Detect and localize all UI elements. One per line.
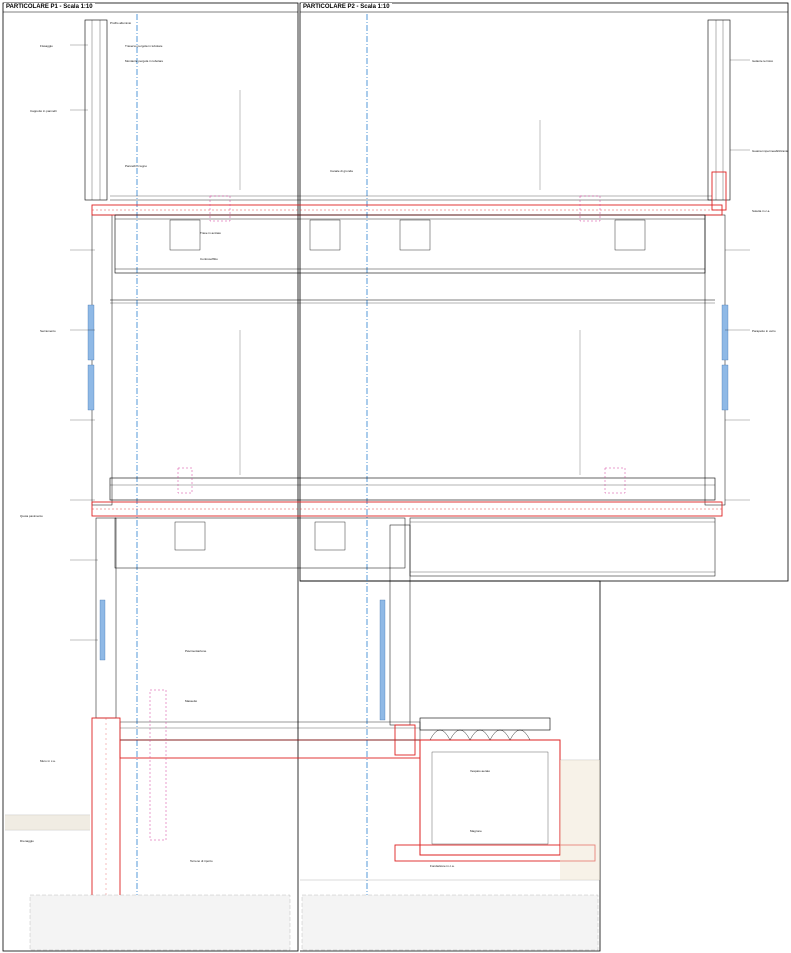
annotation: Magrone — [470, 829, 482, 833]
annotation: Massetto — [185, 699, 198, 703]
annotation: Controsoffitto — [200, 257, 218, 261]
annotation: Trave in acciaio — [200, 231, 221, 235]
annotation: Quota pavimento — [20, 514, 43, 518]
annotation: Cappotto in pannelli — [30, 109, 57, 113]
annotation: Pavimentazione — [185, 649, 207, 653]
annotation: Profilo alluminio — [110, 21, 132, 25]
panel-title-p1: PARTICOLARE P1 - Scala 1:10 — [4, 3, 95, 11]
annotation: Guaina impermeabilizzante — [752, 149, 789, 153]
annotation: Fissaggio — [40, 44, 53, 48]
annotation: Parapetto in vetro — [752, 329, 776, 333]
lower-slab — [91, 501, 723, 517]
p2-facade-column — [707, 19, 731, 201]
upper-steel-beam — [114, 214, 706, 274]
annotation: Pannelli in legno — [125, 164, 148, 168]
lower-floor-beam — [109, 477, 716, 501]
annotation: Isolante termico — [752, 59, 774, 63]
p2-basement-wall — [419, 739, 561, 856]
upper-slab — [91, 204, 723, 216]
annotation: Traverso pergola in tubolare — [125, 44, 163, 48]
ground-hatch — [5, 759, 600, 881]
leader-lines — [70, 44, 750, 641]
p1-window-glass — [87, 304, 95, 361]
annotation: Serramento — [40, 329, 56, 333]
panel-title-p2: PARTICOLARE P2 - Scala 1:10 — [301, 3, 392, 11]
annotation: Drenaggio — [20, 839, 34, 843]
p1-ground-slab — [119, 739, 421, 759]
annotation: Montante pergola in tubolare — [125, 59, 164, 63]
annotation: Soletta in c.a. — [752, 209, 771, 213]
p1-facade-column — [84, 19, 108, 201]
annotation: Vespaio aerato — [470, 769, 491, 773]
annotation: Canale di gronda — [330, 169, 353, 173]
panel-frame-p1 — [2, 2, 299, 952]
annotation: Terreno di riporto — [190, 859, 213, 863]
annotation: Muro in c.a. — [40, 759, 56, 763]
annotation: Fondazione in c.a. — [430, 864, 455, 868]
